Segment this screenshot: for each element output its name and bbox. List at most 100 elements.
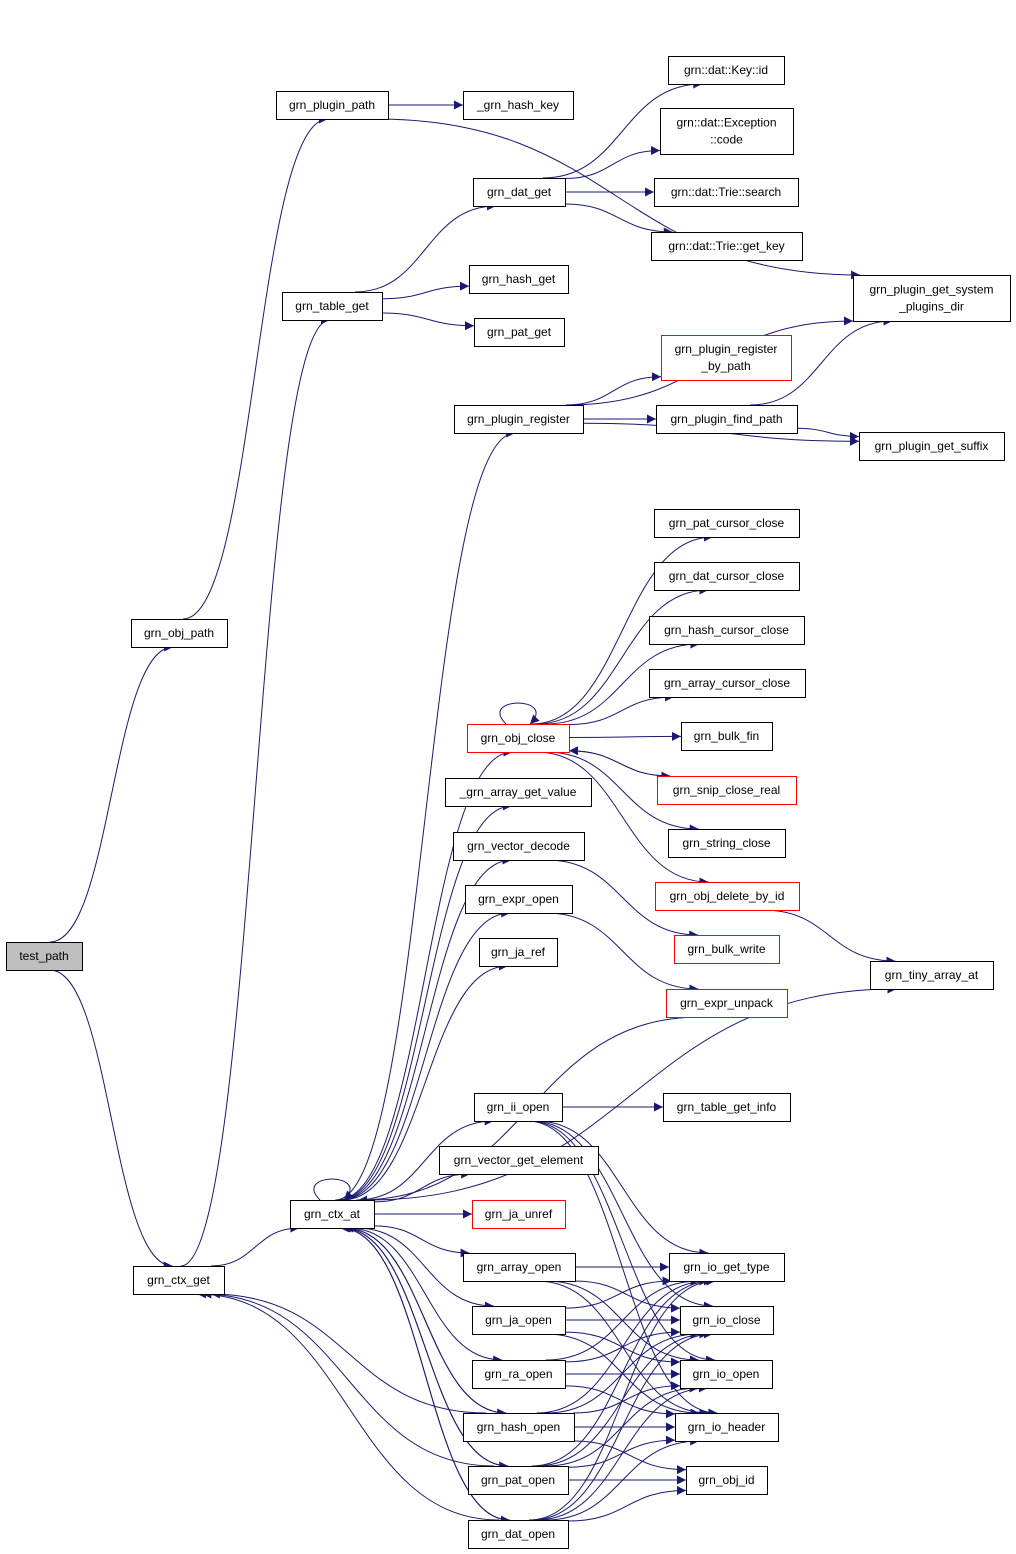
node-grn-obj-id[interactable]: grn_obj_id — [686, 1466, 768, 1495]
node-grn-io-get-type[interactable]: grn_io_get_type — [669, 1253, 785, 1282]
node-grn-plugin-get-suffix[interactable]: grn_plugin_get_suffix — [859, 432, 1005, 461]
node-grn-hash-open[interactable]: grn_hash_open — [463, 1413, 575, 1442]
node-box — [680, 1360, 773, 1389]
node-box — [472, 1306, 566, 1335]
node-grn-io-open[interactable]: grn_io_open — [680, 1360, 773, 1389]
edge-grn-plugin-register-to-plugin-reg-by-path — [565, 372, 662, 406]
node-grn-array-get-value[interactable]: _grn_array_get_value — [445, 778, 592, 807]
node-grn-hash-cursor-close[interactable]: grn_hash_cursor_close — [649, 616, 805, 645]
node-grn-ja-ref[interactable]: grn_ja_ref — [479, 938, 558, 967]
node-box — [472, 1360, 566, 1389]
node-box — [686, 1466, 768, 1495]
edge-ii-open-to-io-close — [531, 1120, 713, 1311]
edge-grn-plugin-find-path-to-grn-plugin-get-suffix — [796, 427, 860, 441]
node-grn-expr-unpack[interactable]: grn_expr_unpack — [666, 989, 788, 1018]
node-label: grn_expr_open — [478, 892, 559, 906]
node-grn-dat-trie-get-key[interactable]: grn::dat::Trie::get_key — [651, 232, 803, 261]
node-grn-io-close[interactable]: grn_io_close — [680, 1306, 774, 1335]
node-grn-snip-close-real[interactable]: grn_snip_close_real — [657, 776, 797, 805]
node-grn-tiny-array-at[interactable]: grn_tiny_array_at — [870, 961, 994, 990]
node-grn-hash-key[interactable]: _grn_hash_key — [463, 91, 574, 120]
node-label: grn_bulk_write — [687, 942, 765, 956]
node-grn-string-close[interactable]: grn_string_close — [668, 829, 786, 858]
edge-array-open-to-io-close — [573, 1280, 681, 1313]
node-label: grn_array_open — [477, 1260, 562, 1274]
node-grn-hash-get[interactable]: grn_hash_get — [469, 265, 569, 294]
node-test-path[interactable]: test_path — [6, 942, 83, 971]
node-label: grn_ja_unref — [485, 1207, 553, 1221]
node-label: grn_pat_open — [481, 1473, 555, 1487]
node-box — [669, 1253, 785, 1282]
edge-grn-ctx-at-to-grn-ctx-at — [313, 1178, 354, 1201]
node-grn-table-get[interactable]: grn_table_get — [282, 292, 383, 321]
node-grn-ctx-at[interactable]: grn_ctx_at — [290, 1200, 375, 1229]
edge-grn-ctx-at-to-ra-open — [348, 1227, 503, 1365]
node-label: grn_hash_get — [482, 272, 556, 286]
edge-grn-ctx-at-to-expr-open — [340, 908, 511, 1201]
node-label: grn_io_open — [693, 1367, 760, 1381]
node-grn-dat-trie-search[interactable]: grn::dat::Trie::search — [654, 178, 799, 207]
node-box — [657, 776, 797, 805]
node-grn-plugin-path[interactable]: grn_plugin_path — [276, 91, 389, 120]
node-box — [469, 265, 569, 294]
node-grn-dat-open[interactable]: grn_dat_open — [468, 1520, 569, 1549]
node-grn-obj-path[interactable]: grn_obj_path — [131, 619, 228, 648]
edge-ii-open-to-io-get-type — [536, 1120, 709, 1258]
node-grn-vector-decode[interactable]: grn_vector_decode — [453, 832, 585, 861]
edge-grn-plugin-find-path-to-plugin-sys-dir — [750, 316, 893, 406]
node-grn-array-open[interactable]: grn_array_open — [463, 1253, 576, 1282]
node-box — [282, 292, 383, 321]
node-label: grn_expr_unpack — [680, 996, 774, 1010]
node-grn-obj-delete-by-id[interactable]: grn_obj_delete_by_id — [655, 882, 800, 911]
node-label: grn_io_get_type — [683, 1260, 769, 1274]
node-grn-obj-close[interactable]: grn_obj_close — [467, 724, 570, 753]
edge-hash-open-to-grn-ctx-get — [210, 1289, 487, 1414]
node-grn-ii-open[interactable]: grn_ii_open — [474, 1093, 563, 1122]
node-grn-io-header[interactable]: grn_io_header — [675, 1413, 779, 1442]
node-box — [445, 778, 592, 807]
edge-grn-table-get-to-grn-hash-get — [381, 281, 470, 300]
node-grn-table-get-info[interactable]: grn_table_get_info — [663, 1093, 791, 1122]
node-grn-dat-get[interactable]: grn_dat_get — [473, 178, 566, 207]
node-grn-plugin-get-system-plugins-dir[interactable]: grn_plugin_get_system_plugins_dir — [853, 275, 1011, 322]
node-grn-dat-key-id[interactable]: grn::dat::Key::id — [668, 56, 785, 85]
node-box — [474, 1093, 563, 1122]
node-box — [656, 405, 798, 434]
node-grn-ctx-get[interactable]: grn_ctx_get — [133, 1266, 225, 1295]
node-grn-bulk-write[interactable]: grn_bulk_write — [674, 935, 780, 964]
node-grn-pat-open[interactable]: grn_pat_open — [468, 1466, 569, 1495]
node-label: grn_pat_cursor_close — [669, 516, 785, 530]
node-grn-vector-get-element[interactable]: grn_vector_get_element — [439, 1146, 599, 1175]
node-grn-dat-exception-code[interactable]: grn::dat::Exception::code — [660, 108, 794, 155]
node-box — [131, 619, 228, 648]
edge-grn-ctx-at-to-array-open — [373, 1225, 470, 1258]
node-grn-plugin-register[interactable]: grn_plugin_register — [454, 405, 584, 434]
node-grn-plugin-register-by-path[interactable]: grn_plugin_register_by_path — [661, 335, 792, 381]
node-grn-ra-open[interactable]: grn_ra_open — [472, 1360, 566, 1389]
node-box — [649, 669, 806, 698]
node-box — [474, 318, 565, 347]
node-grn-plugin-find-path[interactable]: grn_plugin_find_path — [656, 405, 798, 434]
node-box — [654, 562, 800, 591]
node-grn-pat-cursor-close[interactable]: grn_pat_cursor_close — [654, 509, 800, 538]
node-grn-expr-open[interactable]: grn_expr_open — [465, 885, 573, 914]
node-grn-bulk-fin[interactable]: grn_bulk_fin — [681, 722, 773, 751]
edge-dat-open-to-io-open — [536, 1383, 708, 1521]
node-grn-ja-unref[interactable]: grn_ja_unref — [472, 1200, 566, 1229]
node-box — [479, 938, 558, 967]
node-grn-array-cursor-close[interactable]: grn_array_cursor_close — [649, 669, 806, 698]
node-box — [681, 722, 773, 751]
edge-grn-ctx-at-to-grn-obj-close — [337, 747, 513, 1201]
node-label: grn_table_get — [295, 299, 369, 313]
node-grn-ja-open[interactable]: grn_ja_open — [472, 1306, 566, 1335]
node-box — [453, 832, 585, 861]
node-label: grn_obj_delete_by_id — [670, 889, 785, 903]
node-label: ::code — [710, 133, 743, 147]
node-label: grn_plugin_path — [289, 98, 375, 112]
node-label: grn_ja_ref — [491, 945, 546, 959]
node-label: grn_array_cursor_close — [664, 676, 790, 690]
node-label: grn_obj_path — [144, 626, 214, 640]
node-grn-pat-get[interactable]: grn_pat_get — [474, 318, 565, 347]
node-grn-dat-cursor-close[interactable]: grn_dat_cursor_close — [654, 562, 800, 591]
